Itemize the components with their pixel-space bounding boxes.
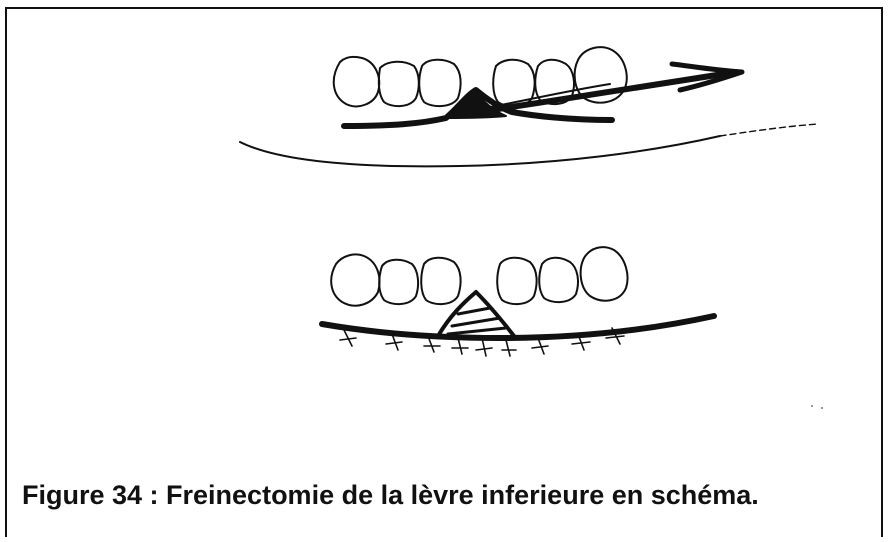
tooth (379, 62, 419, 106)
gum-line (322, 316, 714, 338)
top-illustration (240, 47, 818, 166)
tooth (379, 260, 418, 304)
tooth (539, 258, 578, 302)
tooth (421, 258, 460, 304)
lip-contour (240, 136, 720, 166)
tooth (497, 258, 536, 304)
traction-arrow (478, 64, 742, 112)
speck (811, 405, 823, 409)
tooth (581, 247, 628, 300)
excised-frenum (438, 292, 514, 336)
lip-contour-dashed (720, 124, 818, 136)
tooth (419, 60, 460, 106)
figure-caption: Figure 34 : Freinectomie de la lèvre inf… (22, 480, 759, 511)
bottom-illustration (322, 247, 714, 356)
tooth (334, 57, 379, 107)
tooth (331, 254, 379, 305)
top-frenum-flap (344, 84, 612, 126)
